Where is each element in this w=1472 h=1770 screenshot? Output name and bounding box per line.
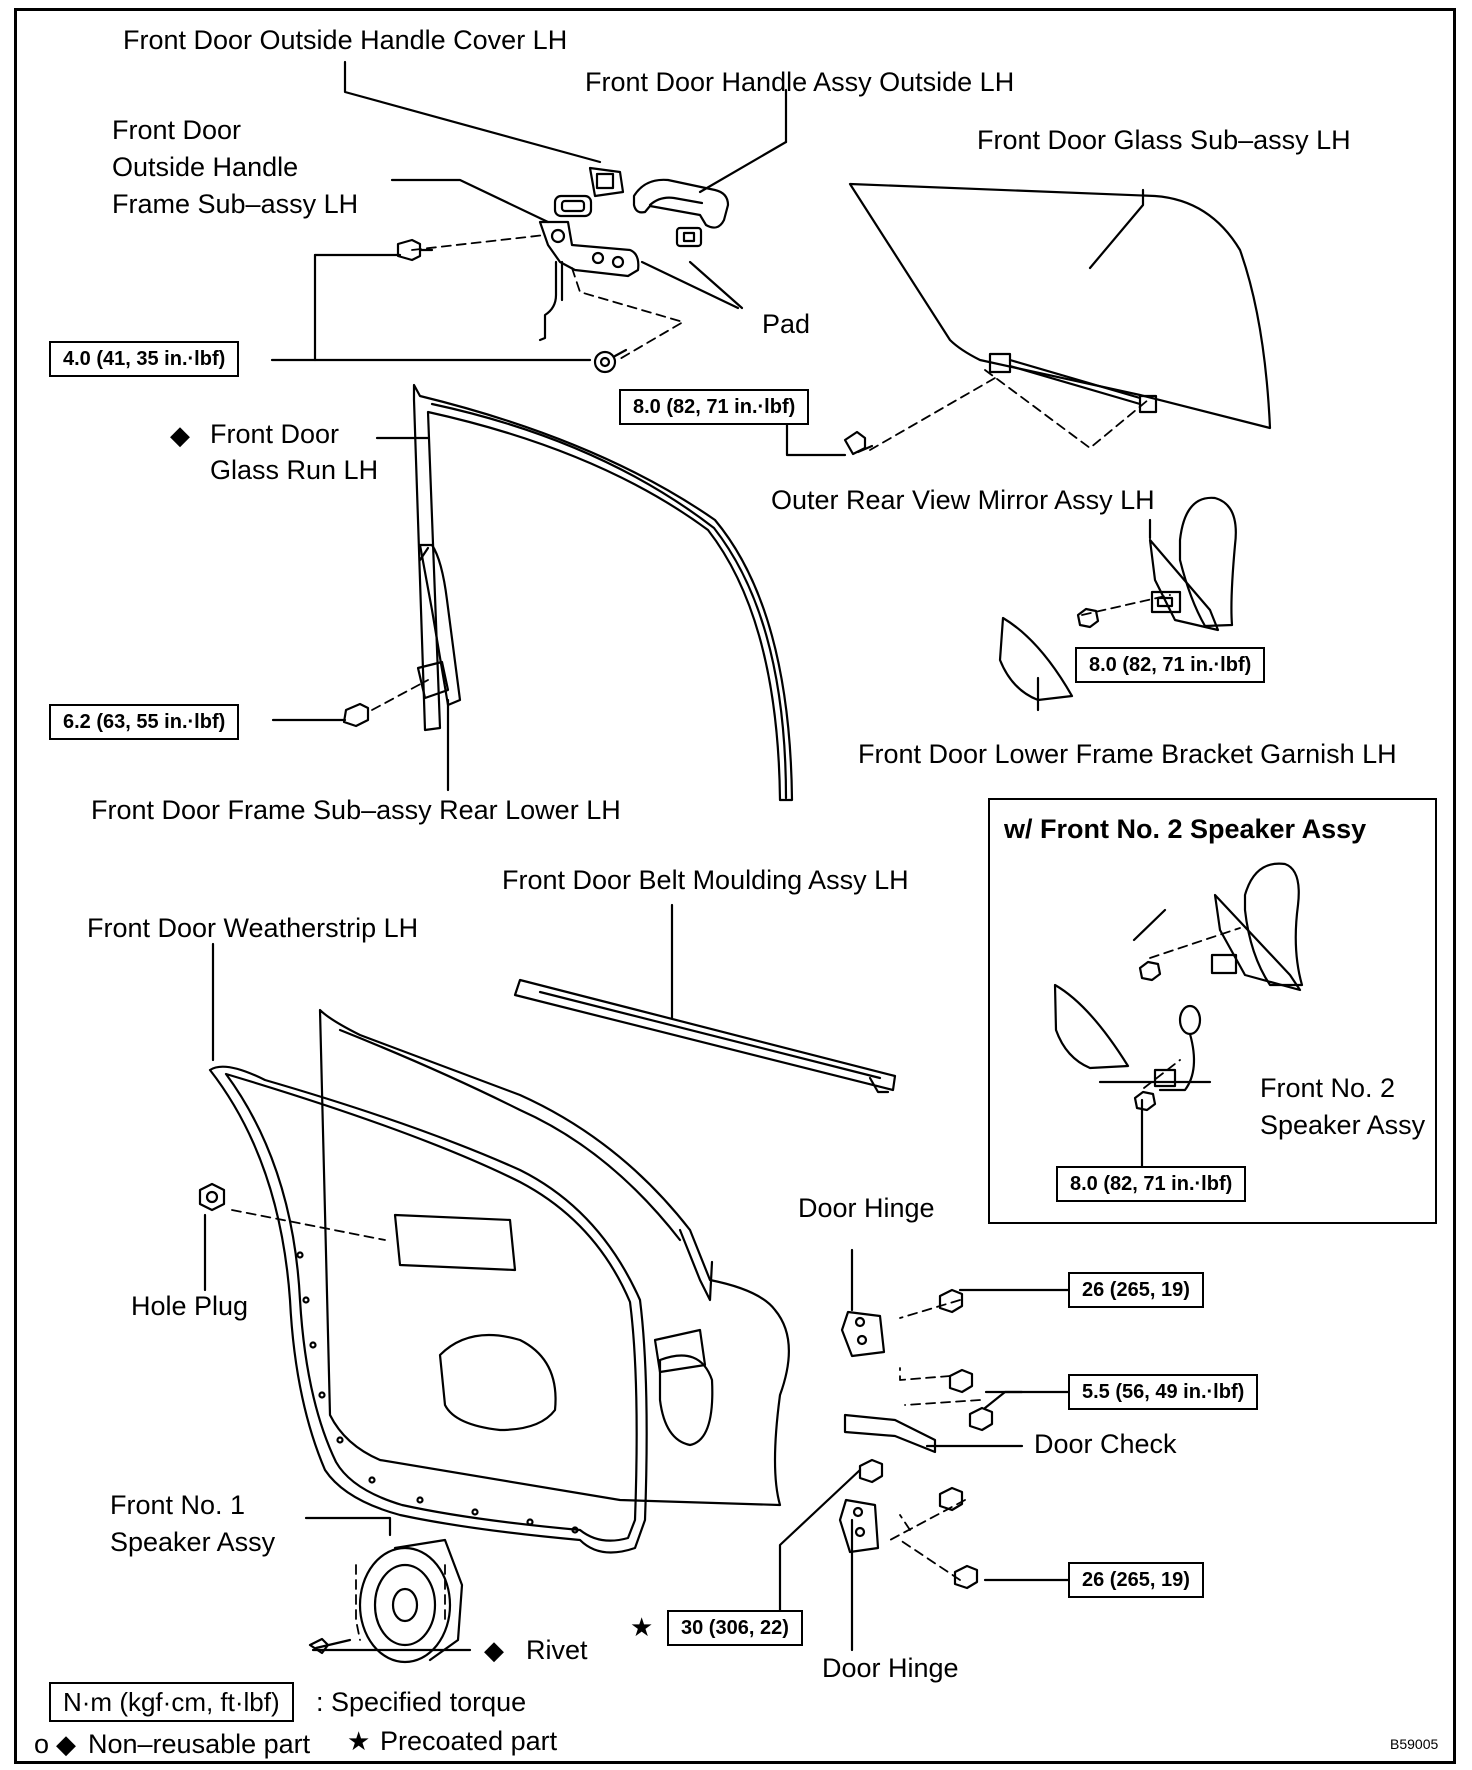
speaker1-part [308,1538,464,1664]
dashed-guides [231,234,1241,1641]
door-glass-part [843,182,1272,456]
frame-rear-lower-part [342,543,462,728]
weatherstrip-part [208,1065,648,1554]
torque-handle-frame-bolts: 4.0 (41, 35 in.·lbf) [49,341,240,377]
torque-frame-rear-lower-bolt: 6.2 (63, 55 in.·lbf) [49,704,240,740]
door-panel-part [318,1008,790,1507]
label-speaker2-line1: Front No. 2 [1260,1073,1396,1103]
handle-frame-part [538,220,640,342]
upper-hinge-part [840,1288,974,1394]
diamond-icon: ◆ [484,1635,504,1665]
label-weatherstrip: Front Door Weatherstrip LH [87,913,419,943]
legend-star-icon: ★ [347,1726,371,1756]
label-belt-moulding: Front Door Belt Moulding Assy LH [502,865,909,895]
label-speaker2-line2: Speaker Assy [1260,1110,1426,1140]
label-frame-rear-lower: Front Door Frame Sub–assy Rear Lower LH [91,795,621,825]
door-check-part [843,1406,994,1484]
label-outside-handle-cover: Front Door Outside Handle Cover LH [123,25,568,55]
label-handle-assy-outside: Front Door Handle Assy Outside LH [585,67,1015,97]
legend-torque-text: : Specified torque [316,1687,527,1717]
label-mirror-assy: Outer Rear View Mirror Assy LH [771,485,1155,515]
label-glass-run-line1: Front Door [210,419,340,449]
label-handle-frame-line3: Frame Sub–assy LH [112,189,359,219]
inset-title: w/ Front No. 2 Speaker Assy [1004,814,1367,844]
garnish-part [998,616,1074,702]
label-lower-frame-garnish: Front Door Lower Frame Bracket Garnish L… [858,739,1397,769]
torque-glass-bolt: 8.0 (82, 71 in.·lbf) [619,389,810,425]
mirror-part [1076,496,1237,632]
torque-mirror-nut: 8.0 (82, 71 in.·lbf) [1075,647,1266,683]
legend-precoated: Precoated part [380,1726,558,1756]
outside-handle-cover-part [553,166,625,218]
handle-bolts [396,238,628,374]
diagram-border [14,8,1456,1764]
lower-hinge-part [838,1486,979,1590]
speaker2-inset [988,798,1437,1224]
torque-hinge-lower: 26 (265, 19) [1068,1562,1204,1598]
legend-circle-icon: o [34,1729,50,1759]
glass-run-part [412,383,794,802]
inset-mirror-part [1053,862,1304,1112]
torque-hinge-upper: 26 (265, 19) [1068,1272,1204,1308]
label-door-hinge-lower: Door Hinge [822,1653,959,1683]
label-speaker1-line1: Front No. 1 [110,1490,246,1520]
label-speaker1-line2: Speaker Assy [110,1527,276,1557]
document-id: B59005 [1390,1736,1439,1752]
label-door-hinge-upper: Door Hinge [798,1193,935,1223]
hole-plug-part [198,1182,226,1212]
label-handle-frame-line2: Outside Handle [112,152,299,182]
torque-door-check: 5.5 (56, 49 in.·lbf) [1068,1374,1259,1410]
torque-hinge-center: 30 (306, 22) [667,1610,803,1646]
label-glass-subassy: Front Door Glass Sub–assy LH [977,125,1351,155]
legend-nonreusable: Non–reusable part [88,1729,311,1759]
label-glass-run-line2: Glass Run LH [210,455,379,485]
label-rivet: Rivet [526,1635,588,1665]
torque-inset-nut: 8.0 (82, 71 in.·lbf) [1056,1166,1247,1202]
outside-handle-assy-part [632,178,730,248]
legend-diamond-icon: ◆ [56,1729,76,1759]
star-icon: ★ [630,1612,654,1642]
label-door-check: Door Check [1034,1429,1177,1459]
label-hole-plug: Hole Plug [131,1291,249,1321]
legend-torque-box: N·m (kgf·cm, ft·lbf) [49,1682,294,1722]
belt-moulding-part [513,978,897,1094]
diamond-icon: ◆ [170,420,190,450]
label-handle-frame-line1: Front Door [112,115,242,145]
label-pad: Pad [762,309,811,339]
